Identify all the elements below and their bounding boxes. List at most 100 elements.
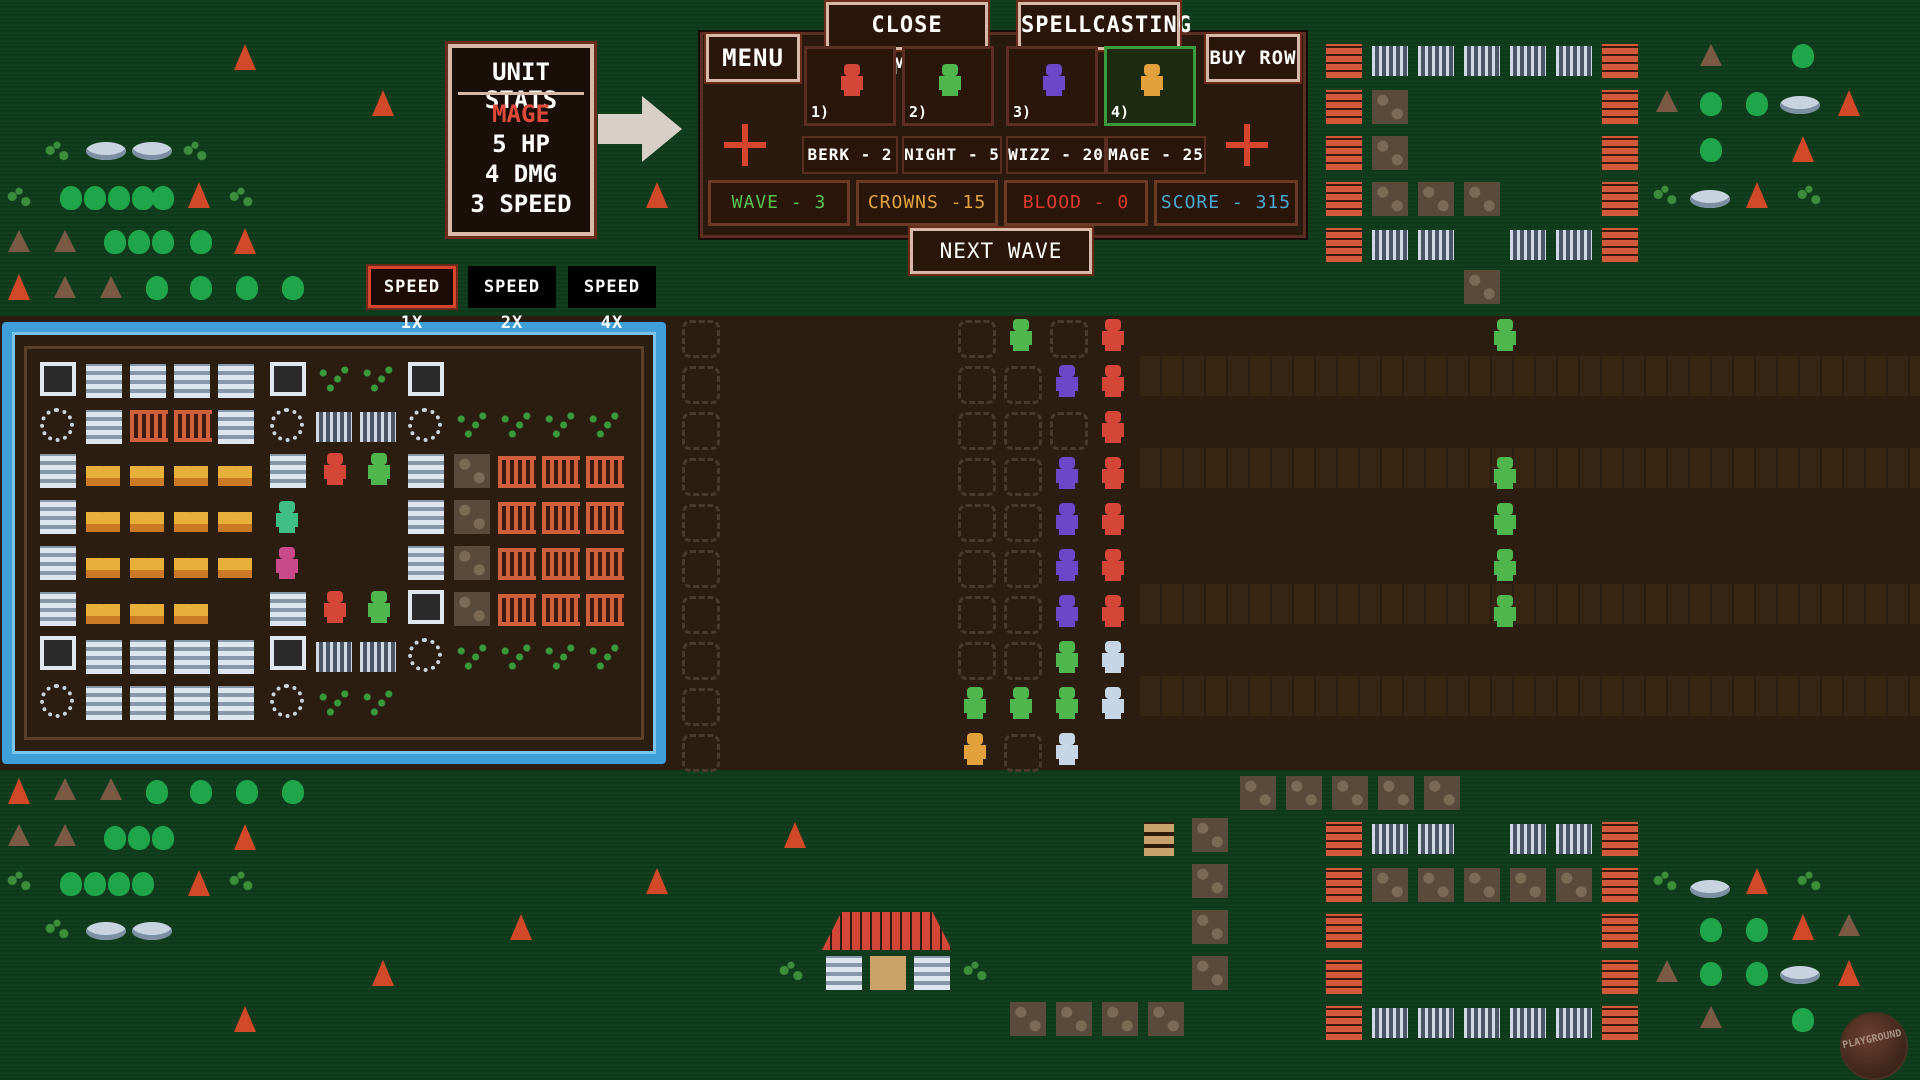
tab-close-combat[interactable]: CLOSE COMBAT — [824, 0, 990, 80]
placement-slot[interactable] — [682, 320, 720, 358]
cloud-icon — [1690, 880, 1730, 898]
placement-slot[interactable] — [958, 550, 996, 588]
placement-slot[interactable] — [682, 550, 720, 588]
tree-icon — [236, 276, 258, 300]
unit-card-number: 2) — [909, 103, 928, 121]
tree-icon — [188, 182, 210, 208]
wizard-unit[interactable] — [1050, 456, 1084, 490]
berserker-unit[interactable] — [1096, 364, 1130, 398]
placement-slot[interactable] — [1050, 412, 1088, 450]
wizard-unit[interactable] — [1050, 364, 1084, 398]
speed-4x-button[interactable]: SPEED 4X — [568, 266, 656, 333]
skeleton-unit[interactable] — [1096, 686, 1130, 720]
tree-icon — [234, 824, 256, 850]
tree-icon — [1700, 962, 1722, 986]
placement-slot[interactable] — [958, 504, 996, 542]
tree-icon — [146, 276, 168, 300]
speed-1x-button[interactable]: SPEED 1X — [366, 264, 458, 333]
stairs-tile — [454, 592, 490, 626]
fence-icon — [1510, 46, 1546, 76]
placement-slot[interactable] — [1004, 734, 1042, 772]
placement-slot[interactable] — [958, 366, 996, 404]
fence-icon — [1510, 824, 1546, 854]
placement-slot[interactable] — [1004, 642, 1042, 680]
knight-unit[interactable] — [1004, 686, 1038, 720]
barracks-icon — [542, 456, 580, 488]
placement-slot[interactable] — [958, 412, 996, 450]
placement-slot[interactable] — [1050, 320, 1088, 358]
barracks-icon — [586, 548, 624, 580]
fence-icon — [1418, 1008, 1454, 1038]
wizard-unit[interactable] — [1050, 548, 1084, 582]
placement-slot[interactable] — [958, 596, 996, 634]
menu-button[interactable]: MENU — [704, 32, 802, 84]
berserker-unit[interactable] — [1096, 456, 1130, 490]
placement-slot[interactable] — [682, 596, 720, 634]
brick-wall — [1326, 182, 1362, 216]
placement-slot[interactable] — [682, 504, 720, 542]
fence-icon — [1556, 46, 1592, 76]
tree-icon — [646, 868, 668, 894]
wizard-unit[interactable] — [1050, 502, 1084, 536]
cloud-icon — [1780, 966, 1820, 984]
pillar-icon — [360, 412, 396, 442]
brick-wall — [1326, 960, 1362, 994]
wall-tile — [408, 454, 444, 488]
placement-slot[interactable] — [958, 642, 996, 680]
placement-slot[interactable] — [682, 688, 720, 726]
unit-card-knight[interactable]: 2) — [902, 46, 994, 126]
unit-card-berserker[interactable]: 1) — [804, 46, 896, 126]
placement-slot[interactable] — [1004, 412, 1042, 450]
skeleton-unit[interactable] — [1050, 732, 1084, 766]
wizard-unit[interactable] — [1050, 594, 1084, 628]
placement-slot[interactable] — [1004, 366, 1042, 404]
knight-unit[interactable] — [1050, 686, 1084, 720]
placement-slot[interactable] — [682, 366, 720, 404]
brick-wall — [1602, 868, 1638, 902]
grass-tile — [498, 642, 534, 672]
knight-unit[interactable] — [1004, 318, 1038, 352]
knight-unit[interactable] — [1050, 640, 1084, 674]
next-wave-button[interactable]: NEXT WAVE — [908, 226, 1094, 276]
tree-icon — [282, 276, 304, 300]
knight-unit — [362, 452, 396, 486]
placement-slot[interactable] — [682, 734, 720, 772]
speed-2x-button[interactable]: SPEED 2X — [468, 266, 556, 333]
tree-icon — [1746, 868, 1768, 894]
berserker-unit[interactable] — [1096, 502, 1130, 536]
brick-wall — [1326, 44, 1362, 78]
crosshair-right-icon — [1226, 124, 1268, 166]
barracks-icon — [498, 502, 536, 534]
score-counter: SCORE - 315 — [1154, 180, 1298, 226]
berserker-unit[interactable] — [1096, 594, 1130, 628]
berserker-unit[interactable] — [1096, 318, 1130, 352]
fence-icon — [1556, 230, 1592, 260]
skeleton-unit[interactable] — [1096, 640, 1130, 674]
path-tile — [1378, 776, 1414, 810]
tree-icon — [54, 778, 76, 800]
grass-tile — [498, 410, 534, 440]
tab-spellcasting[interactable]: SPELLCASTING — [1016, 0, 1191, 52]
knight-unit[interactable] — [958, 686, 992, 720]
unit-card-mage[interactable]: 4) — [1104, 46, 1196, 126]
unit-card-wizard[interactable]: 3) — [1006, 46, 1098, 126]
placement-slot[interactable] — [682, 642, 720, 680]
placement-slot[interactable] — [682, 412, 720, 450]
placement-slot[interactable] — [1004, 504, 1042, 542]
cloud-icon — [1780, 96, 1820, 114]
placement-slot[interactable] — [1004, 458, 1042, 496]
placement-slot[interactable] — [1004, 550, 1042, 588]
wizard-icon — [1037, 63, 1071, 97]
path-tile — [1192, 818, 1228, 852]
placement-slot[interactable] — [958, 320, 996, 358]
grass-tile — [542, 642, 578, 672]
berserker-unit[interactable] — [1096, 548, 1130, 582]
barracks-icon — [174, 410, 212, 442]
unit-stats-hp: 5 HP — [492, 130, 550, 158]
placement-slot[interactable] — [958, 458, 996, 496]
mage-unit[interactable] — [958, 732, 992, 766]
placement-slot[interactable] — [1004, 596, 1042, 634]
berserker-unit[interactable] — [1096, 410, 1130, 444]
buy-row-button[interactable]: BUY ROW — [1204, 32, 1302, 84]
placement-slot[interactable] — [682, 458, 720, 496]
